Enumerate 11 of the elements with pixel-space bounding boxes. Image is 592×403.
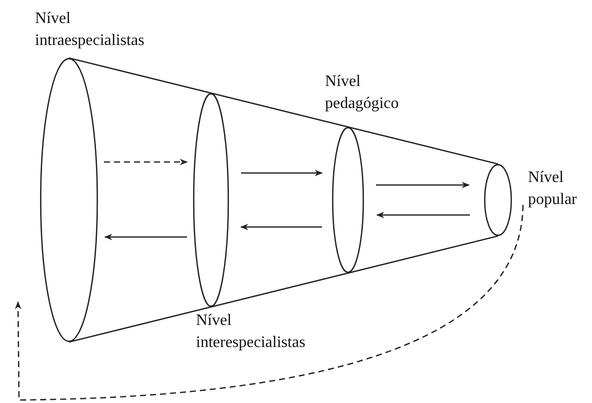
arrow [376, 182, 470, 188]
arrow [104, 234, 187, 240]
arrow [376, 212, 470, 218]
level-label: Nível interespecialistas [196, 311, 306, 353]
arrow [240, 224, 322, 230]
level-label: Nível pedagógico [325, 72, 400, 114]
level-label: Nível intraespecialistas [35, 9, 146, 51]
arrow [241, 170, 323, 176]
arrow [14, 204, 524, 401]
level-label: Nível popular [528, 168, 578, 210]
arrow [104, 158, 188, 166]
